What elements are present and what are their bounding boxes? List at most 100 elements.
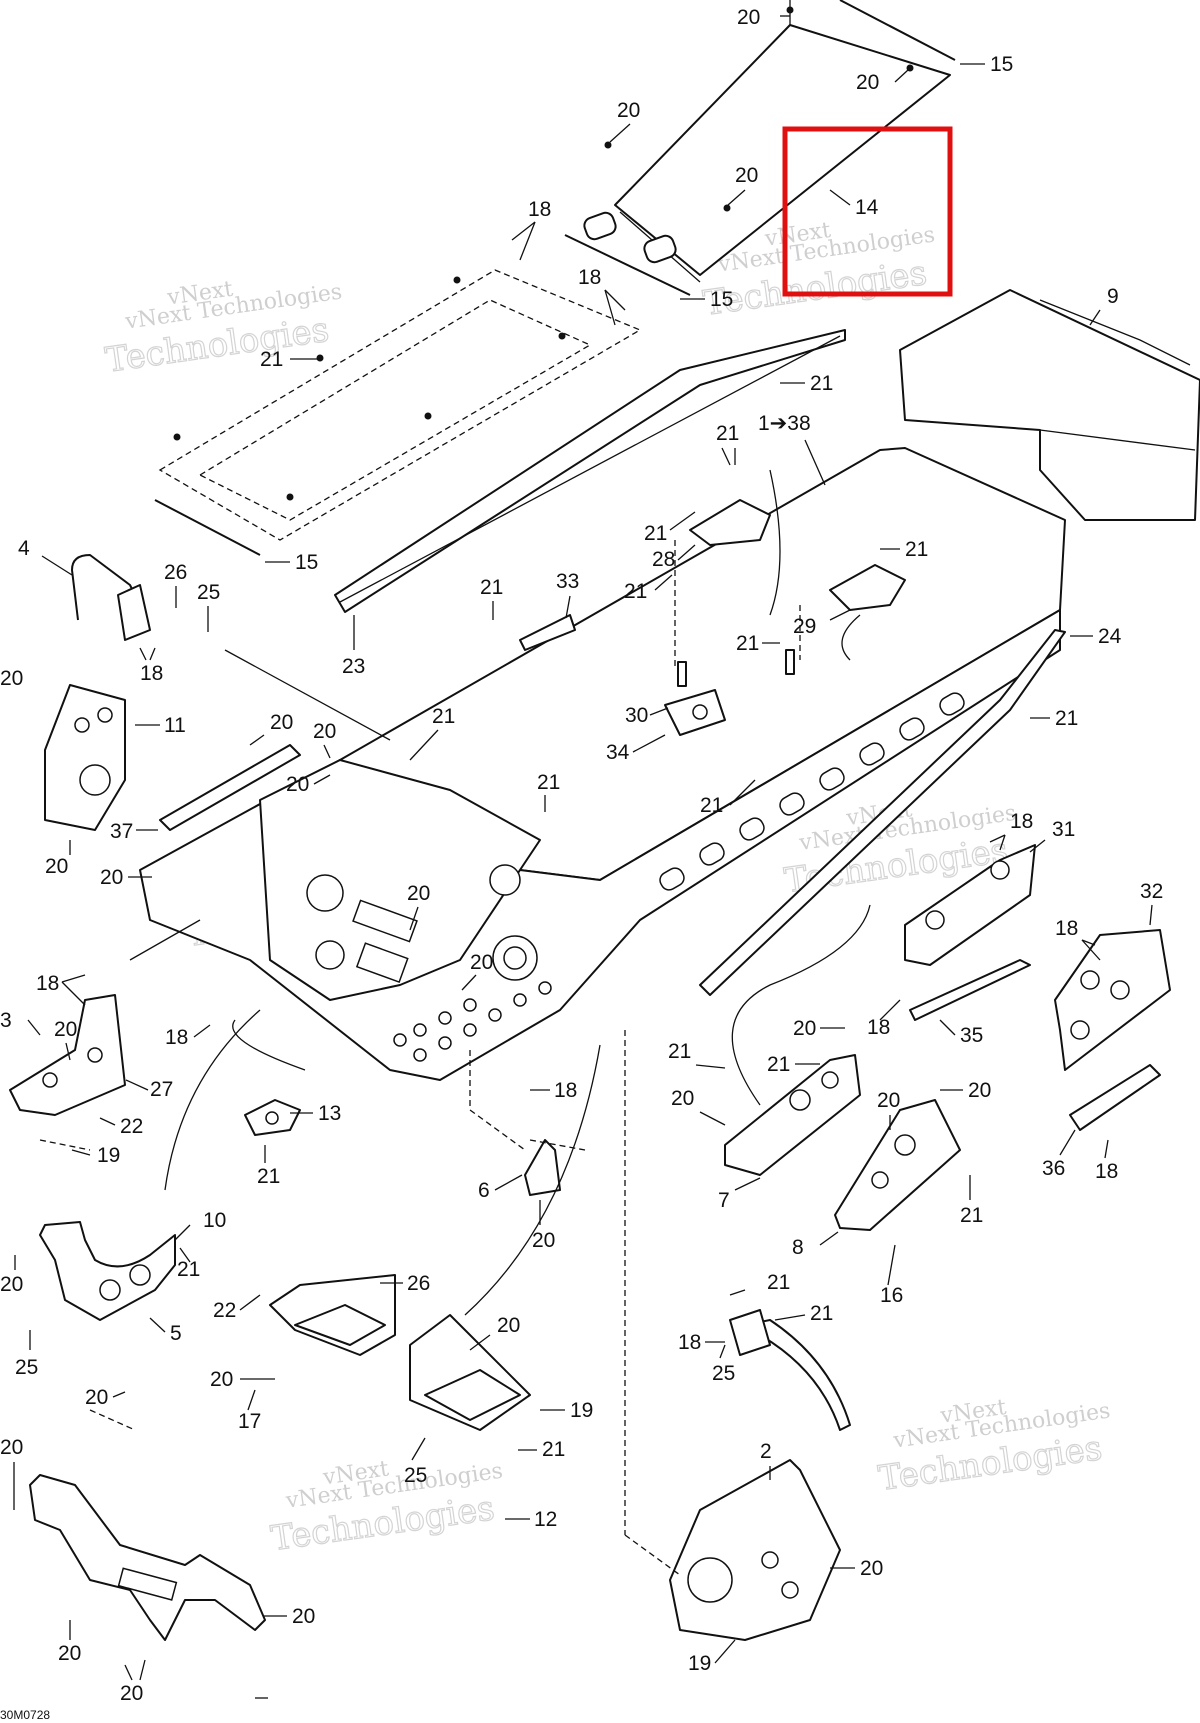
callout-label: 20: [270, 711, 293, 734]
callout-label: 18: [554, 1079, 577, 1102]
callout-label: 5: [170, 1322, 182, 1345]
part-35-strip: [909, 959, 1031, 1021]
part-28-bracket: [689, 499, 771, 546]
callout-label: 21: [810, 1302, 833, 1325]
callout-label: 21: [668, 1040, 691, 1063]
callout-label: 20: [0, 1273, 23, 1296]
callout-label: 36: [1042, 1157, 1065, 1180]
callout-label: 20: [671, 1087, 694, 1110]
callout-label: 37: [110, 820, 133, 843]
callout-label: 18: [528, 198, 551, 221]
highlight-box-part-14: [782, 126, 953, 297]
callout-label: 21: [700, 794, 723, 817]
callout-label: 20: [210, 1368, 233, 1391]
callout-label: 20: [497, 1314, 520, 1337]
callout-label: 29: [793, 615, 816, 638]
callout-label: 20: [617, 99, 640, 122]
callout-label: 27: [150, 1078, 173, 1101]
part-34-bracket: [664, 689, 726, 736]
callout-label: 21: [905, 538, 928, 561]
callout-label: 21: [177, 1258, 200, 1281]
figure-code: 30M0728: [0, 1708, 50, 1722]
part-13-bracket: [244, 1099, 301, 1136]
callout-label: 16: [880, 1284, 903, 1307]
callout-label: 22: [213, 1299, 236, 1322]
callout-label: 20: [968, 1079, 991, 1102]
callout-label: 20: [45, 855, 68, 878]
callout-label: 18: [165, 1026, 188, 1049]
callout-label: 8: [792, 1236, 804, 1259]
callout-label: 22: [120, 1115, 143, 1138]
part-33-bracket: [519, 614, 576, 651]
callout-label: 11: [164, 714, 186, 737]
callout-label: 18: [1010, 810, 1033, 833]
part-3-bracket: [9, 994, 126, 1116]
callout-label: 20: [0, 667, 23, 690]
callout-label: 20: [58, 1642, 81, 1665]
part-12-plate: [669, 1459, 841, 1641]
side-slots: [659, 692, 965, 891]
watermark: vNext vNext Technologies Technologies: [268, 1456, 504, 1559]
part-16-bracket: [269, 1274, 396, 1356]
part-10-bracket: [39, 1221, 176, 1321]
part-4-handle: [71, 554, 151, 641]
callout-label: 25: [15, 1356, 38, 1379]
callout-label: 20: [100, 866, 123, 889]
part-2-rail-bracket: [29, 1474, 266, 1641]
callout-label: 30: [625, 704, 648, 727]
callout-label: 15: [990, 53, 1013, 76]
callout-label: 21: [260, 348, 283, 371]
callout-label: 20: [292, 1605, 315, 1628]
watermark: vNext vNext Technologies Technologies: [102, 277, 343, 382]
callout-label: 26: [407, 1272, 430, 1295]
watermark: vNext vNext Technologies Technologies: [876, 1395, 1112, 1500]
callout-label: 17: [238, 1410, 261, 1433]
callout-label: 18: [678, 1331, 701, 1354]
part-36-strip: [1069, 1064, 1161, 1131]
callout-label: 15: [710, 288, 733, 311]
callout-label: 21: [644, 522, 667, 545]
callout-label: 18: [1095, 1160, 1118, 1183]
callout-label: 2: [760, 1440, 772, 1463]
callout-label: 18: [36, 972, 59, 995]
part-31-bracket: [904, 844, 1036, 966]
callout-label: 21: [537, 771, 560, 794]
main-tunnel-body: [139, 447, 1066, 1081]
callout-label: 20: [85, 1386, 108, 1409]
callout-label: 9: [1107, 285, 1119, 308]
callout-label: 21: [810, 372, 833, 395]
part-17-bracket: [409, 1314, 531, 1431]
callout-label: 18: [1055, 917, 1078, 940]
callout-label: 20: [877, 1089, 900, 1112]
watermark: vNext vNext Technologies Technologies: [700, 218, 936, 325]
callout-label: 33: [556, 570, 579, 593]
callout-label: 21: [767, 1271, 790, 1294]
callout-label: 20: [313, 720, 336, 743]
guide-lines: [39, 469, 871, 1576]
part-30-studs: [677, 649, 795, 687]
callout-label: 20: [120, 1682, 143, 1705]
callout-label: 18: [867, 1016, 890, 1039]
callout-label: 21: [1055, 707, 1078, 730]
callout-label: 21: [432, 705, 455, 728]
callout-label: 18: [140, 662, 163, 685]
callout-label: 34: [606, 741, 630, 764]
callout-label: 21: [624, 580, 647, 603]
dashed-tunnel-panel: [154, 269, 642, 556]
callout-label: 3: [0, 1009, 12, 1032]
callout-label: 28: [652, 548, 675, 571]
callout-label: 25: [197, 581, 220, 604]
part-11-plate: [44, 684, 126, 831]
callout-label: 31: [1052, 818, 1075, 841]
callout-label: 21: [257, 1165, 280, 1188]
callout-label: 20: [735, 164, 758, 187]
callout-label: 20: [470, 951, 493, 974]
callout-label: 20: [0, 1436, 23, 1459]
callout-label: 25: [712, 1362, 735, 1385]
callout-label: 20: [860, 1557, 883, 1580]
part-32-plate: [1054, 929, 1171, 1071]
callout-label: 10: [203, 1209, 226, 1232]
callout-label: 15: [295, 551, 318, 574]
callout-label: 24: [1098, 625, 1122, 648]
